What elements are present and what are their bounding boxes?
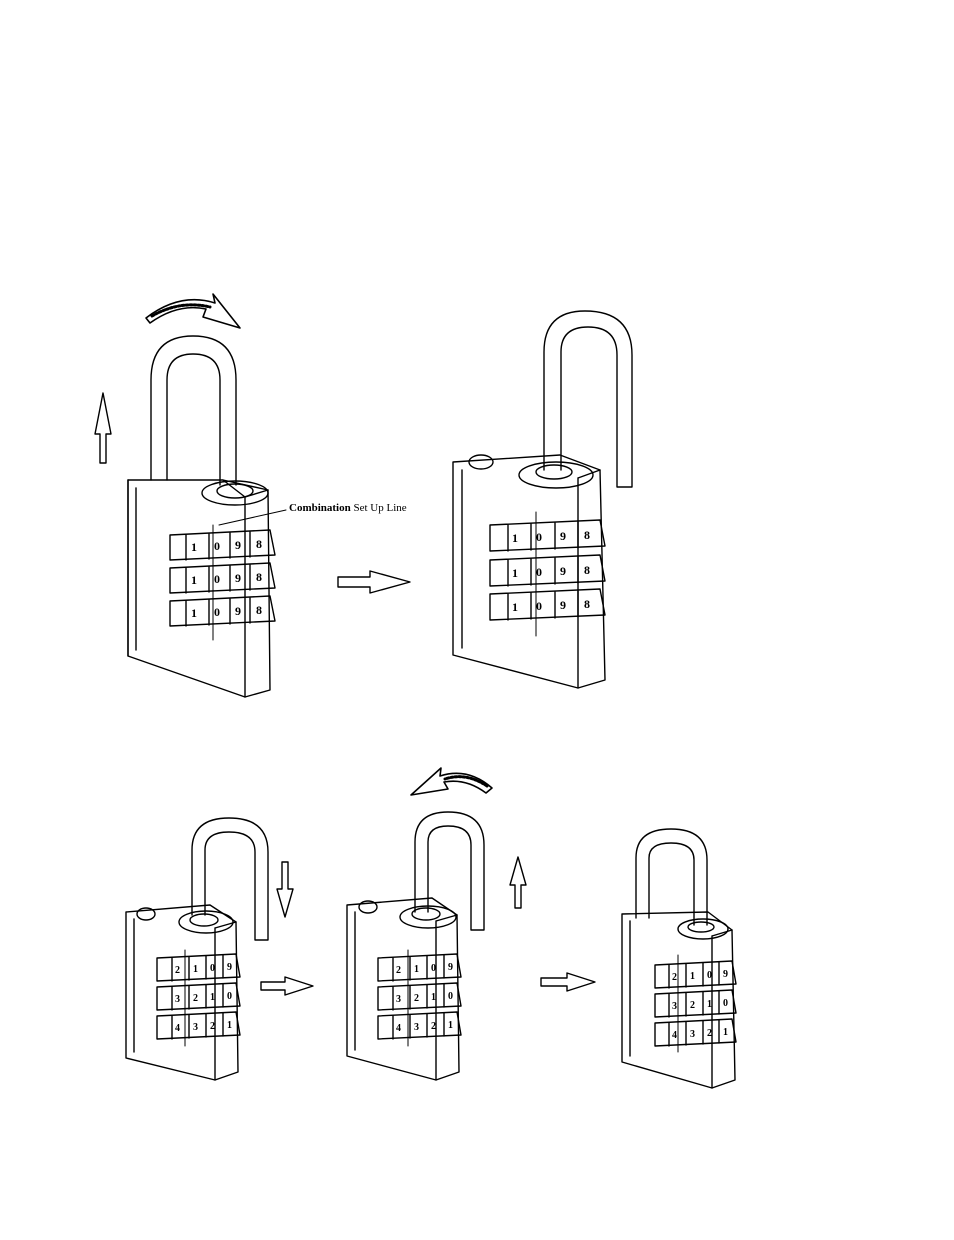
dial-digit: 1 <box>191 540 197 554</box>
dial-digit: 9 <box>723 969 728 980</box>
dial-digit: 2 <box>707 1028 712 1039</box>
dial-digit: 9 <box>235 538 241 552</box>
dial-digit: 1 <box>191 606 197 620</box>
dial-digit: 8 <box>584 528 590 542</box>
dial-digit: 8 <box>256 570 262 584</box>
dial-digit: 2 <box>396 965 401 976</box>
dial-digit: 0 <box>214 572 220 586</box>
dial-digit: 2 <box>431 1021 436 1032</box>
dial-digit: 2 <box>193 993 198 1004</box>
callout-leader-line <box>219 510 286 525</box>
lock-closed-illustration <box>128 336 275 697</box>
dial-digit: 3 <box>672 1001 677 1012</box>
dial-digit: 0 <box>227 991 232 1002</box>
down-arrow-icon <box>277 862 293 917</box>
dial-digit: 2 <box>672 972 677 983</box>
dial-digit: 2 <box>414 993 419 1004</box>
dial-digit: 2 <box>210 1021 215 1032</box>
dial-digit: 1 <box>193 964 198 975</box>
up-arrow-icon <box>95 393 111 463</box>
dial-digit: 1 <box>512 531 518 545</box>
dial-digit: 0 <box>707 970 712 981</box>
dial-digit: 4 <box>672 1030 677 1041</box>
rotate-counterclockwise-arrow <box>411 768 492 795</box>
right-arrow-icon <box>338 571 410 593</box>
dial-digit: 0 <box>536 599 542 613</box>
dial-digit: 1 <box>707 999 712 1010</box>
dial-digit: 0 <box>536 565 542 579</box>
callout-rest-text: Set Up Line <box>354 502 407 514</box>
dial-digit: 0 <box>448 991 453 1002</box>
dial-digit: 3 <box>690 1029 695 1040</box>
dial-digit: 1 <box>723 1027 728 1038</box>
dial-digit: 0 <box>210 963 215 974</box>
lock-open-illustration <box>453 311 632 688</box>
dial-digit: 8 <box>256 537 262 551</box>
dial-digit: 1 <box>210 992 215 1003</box>
dial-digit: 1 <box>690 971 695 982</box>
dial-digit: 0 <box>214 605 220 619</box>
dial-digit: 4 <box>175 1023 180 1034</box>
dial-digit: 2 <box>690 1000 695 1011</box>
dial-digit: 1 <box>512 600 518 614</box>
dial-digit: 1 <box>448 1020 453 1031</box>
dial-digit: 9 <box>227 962 232 973</box>
dial-digit: 2 <box>175 965 180 976</box>
right-arrow-icon <box>261 977 313 995</box>
dial-digit: 0 <box>431 963 436 974</box>
dial-digit: 1 <box>512 566 518 580</box>
dial-digit: 0 <box>214 539 220 553</box>
dial-digit: 3 <box>396 994 401 1005</box>
rotate-clockwise-arrow <box>146 294 240 328</box>
dial-digit: 8 <box>584 597 590 611</box>
dial-digit: 8 <box>584 563 590 577</box>
left-lock-digits: 1 0 9 8 1 0 9 8 1 0 9 8 <box>191 537 262 620</box>
dial-digit: 9 <box>560 598 566 612</box>
up-arrow-icon <box>510 857 526 908</box>
dial-digit: 3 <box>175 994 180 1005</box>
dial-digit: 1 <box>414 964 419 975</box>
dial-digit: 0 <box>536 530 542 544</box>
dial-digit: 9 <box>560 529 566 543</box>
dial-digit: 9 <box>235 571 241 585</box>
dial-digit: 9 <box>560 564 566 578</box>
lock-closed-illustration <box>622 829 736 1088</box>
lock-open-illustration <box>347 812 484 1080</box>
right-arrow-icon <box>541 973 595 991</box>
dial-digit: 4 <box>396 1023 401 1034</box>
dial-digit: 0 <box>723 998 728 1009</box>
dial-digit: 1 <box>227 1020 232 1031</box>
dial-digit: 1 <box>431 992 436 1003</box>
dial-digit: 9 <box>235 604 241 618</box>
callout-bold-text: Combination <box>289 502 351 514</box>
dial-digit: 8 <box>256 603 262 617</box>
lock-open-illustration <box>126 818 268 1080</box>
dial-digit: 9 <box>448 962 453 973</box>
dial-digit: 3 <box>193 1022 198 1033</box>
dial-digit: 3 <box>414 1022 419 1033</box>
dial-digit: 1 <box>191 573 197 587</box>
combination-setup-line-label: Combination Set Up Line <box>289 502 407 514</box>
